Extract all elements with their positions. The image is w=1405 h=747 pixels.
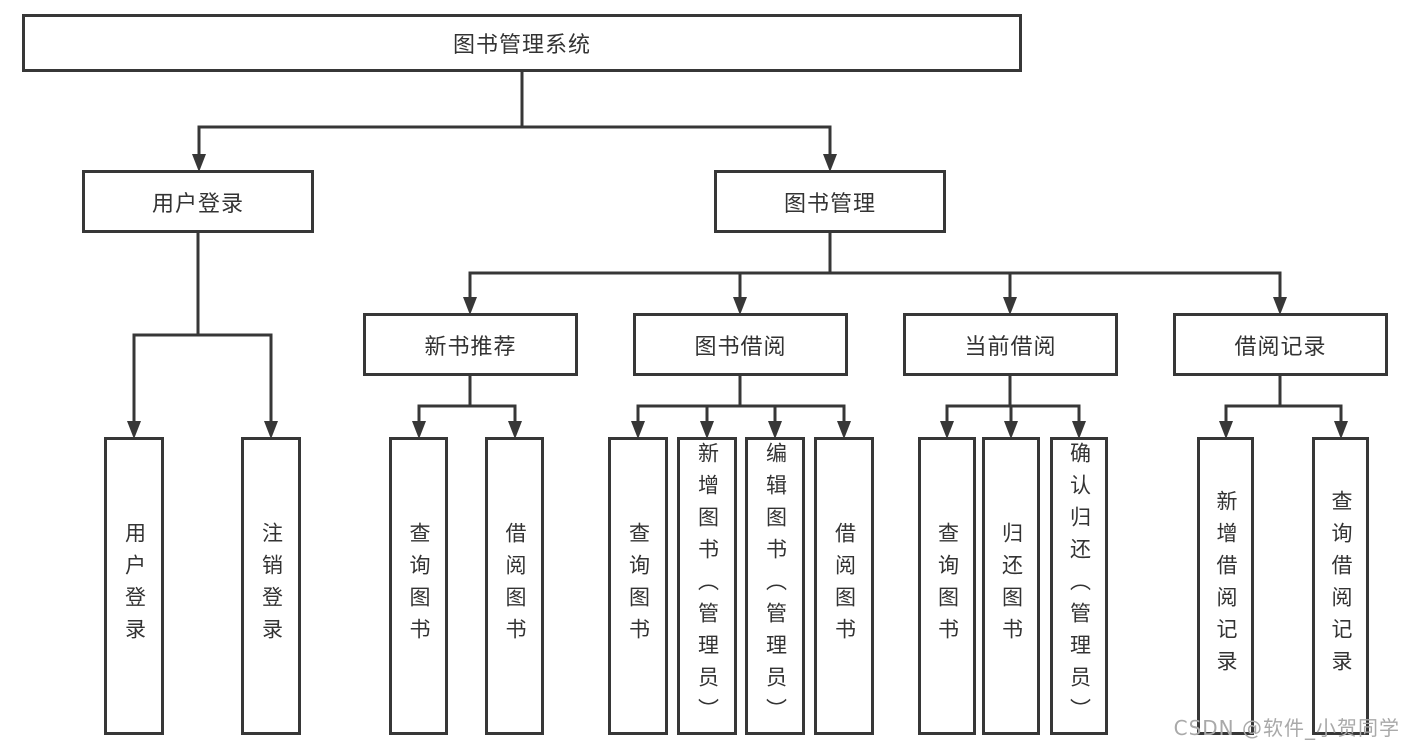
leaf-bb-query-book-label: 查询图书 <box>626 522 651 650</box>
leaf-br-add-record-label: 新增借阅记录 <box>1214 490 1238 682</box>
node-new-book-recommend: 新书推荐 <box>363 313 578 376</box>
leaf-cb-query-book-label: 查询图书 <box>935 522 960 650</box>
node-root-system: 图书管理系统 <box>22 14 1022 72</box>
node-borrow-record-label: 借阅记录 <box>1234 334 1327 360</box>
leaf-bb-query-book: 查询图书 <box>608 437 668 735</box>
leaf-bb-add-book-admin-label: 新增图书（管理员） <box>695 442 720 730</box>
arrowhead-icons <box>127 154 1348 439</box>
node-current-borrow: 当前借阅 <box>903 313 1118 376</box>
leaf-logout: 注销登录 <box>241 437 301 735</box>
node-current-borrow-label: 当前借阅 <box>964 334 1057 360</box>
node-book-borrow: 图书借阅 <box>633 313 848 376</box>
node-user-login: 用户登录 <box>82 170 314 233</box>
leaf-cb-return-book-label: 归还图书 <box>999 522 1024 650</box>
csdn-watermark: CSDN @软件_小贺同学 <box>1173 716 1400 740</box>
leaf-br-query-record: 查询借阅记录 <box>1312 437 1369 735</box>
leaf-cb-return-book: 归还图书 <box>982 437 1040 735</box>
leaf-rec-query-book: 查询图书 <box>389 437 448 735</box>
node-user-login-label: 用户登录 <box>151 191 244 217</box>
leaf-cb-confirm-return-admin-label: 确认归还（管理员） <box>1067 442 1092 730</box>
node-root-label: 图书管理系统 <box>452 33 591 58</box>
node-book-borrow-label: 图书借阅 <box>694 334 787 360</box>
leaf-user-login-label: 用户登录 <box>122 522 147 650</box>
leaf-br-query-record-label: 查询借阅记录 <box>1329 490 1353 682</box>
node-book-management: 图书管理 <box>714 170 946 233</box>
leaf-user-login: 用户登录 <box>104 437 164 735</box>
node-book-management-label: 图书管理 <box>783 191 876 217</box>
leaf-bb-add-book-admin: 新增图书（管理员） <box>677 437 737 735</box>
leaf-cb-confirm-return-admin: 确认归还（管理员） <box>1050 437 1108 735</box>
leaf-bb-borrow-book: 借阅图书 <box>814 437 874 735</box>
node-new-book-recommend-label: 新书推荐 <box>424 334 517 360</box>
leaf-bb-edit-book-admin: 编辑图书（管理员） <box>745 437 805 735</box>
leaf-rec-query-book-label: 查询图书 <box>407 522 431 650</box>
leaf-logout-label: 注销登录 <box>259 522 284 650</box>
leaf-bb-borrow-book-label: 借阅图书 <box>832 522 857 650</box>
leaf-rec-borrow-book: 借阅图书 <box>485 437 544 735</box>
node-borrow-record: 借阅记录 <box>1173 313 1388 376</box>
leaf-bb-edit-book-admin-label: 编辑图书（管理员） <box>763 442 788 730</box>
leaf-rec-borrow-book-label: 借阅图书 <box>503 522 527 650</box>
leaf-cb-query-book: 查询图书 <box>918 437 976 735</box>
leaf-br-add-record: 新增借阅记录 <box>1197 437 1254 735</box>
